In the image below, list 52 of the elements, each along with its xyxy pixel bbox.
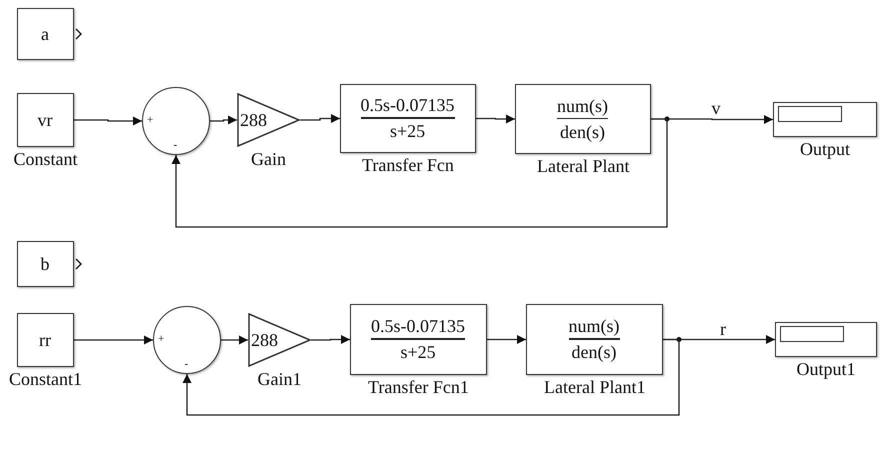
signal-arrow (182, 338, 680, 416)
gain-value: 288 (251, 330, 278, 350)
gain-triangle (248, 313, 311, 367)
block-value: b (40, 254, 50, 274)
gain-triangle (237, 93, 300, 147)
signal-label: v (712, 98, 720, 118)
sign-label: + (158, 334, 164, 345)
constant-block (17, 313, 74, 367)
signal-arrow (487, 335, 526, 344)
block-name: Constant (14, 149, 78, 169)
block-value: a (41, 24, 49, 44)
goto-block (17, 241, 74, 287)
signal-arrow (74, 116, 142, 126)
transfer-function-block (526, 304, 663, 375)
signal-arrow (311, 335, 350, 344)
block-name: Transfer Fcn1 (368, 377, 469, 397)
numerator: 0.5s-0.07135 (360, 95, 454, 115)
numerator: num(s) (568, 316, 620, 336)
sign-label: - (184, 359, 188, 370)
signal-arrow (210, 116, 237, 124)
block-value: rr (39, 330, 51, 350)
denominator: s+25 (400, 342, 436, 362)
block-name: Lateral Plant (537, 156, 630, 176)
block-name: Transfer Fcn (362, 155, 454, 175)
denominator: den(s) (572, 342, 616, 362)
gain-value: 288 (240, 110, 267, 130)
numerator: num(s) (557, 96, 608, 116)
block-name: Gain (251, 149, 286, 169)
signal-arrow (300, 114, 340, 123)
signal-arrow (74, 336, 153, 344)
block-name: Output (800, 139, 850, 159)
display-block (773, 102, 877, 137)
block-name: Constant1 (9, 369, 82, 389)
signal-arrow (221, 336, 248, 344)
transfer-function-block (515, 84, 651, 154)
block-value: vr (38, 110, 52, 130)
transfer-function-block (340, 84, 476, 153)
sign-label: + (147, 115, 154, 126)
display-block (775, 322, 877, 357)
block-name: Output1 (796, 359, 856, 379)
block-name: Gain1 (258, 369, 302, 389)
denominator: s+25 (390, 121, 426, 141)
numerator: 0.5s-0.07135 (371, 316, 465, 336)
signal-arrow (172, 118, 668, 228)
sign-label: - (174, 140, 178, 151)
transfer-function-block (350, 304, 487, 375)
denominator: den(s) (560, 122, 605, 142)
signal-arrow (476, 114, 515, 124)
goto-block (17, 8, 74, 60)
signal-label: r (720, 318, 726, 338)
block-name: Lateral Plant1 (544, 377, 646, 397)
constant-block (17, 93, 74, 147)
